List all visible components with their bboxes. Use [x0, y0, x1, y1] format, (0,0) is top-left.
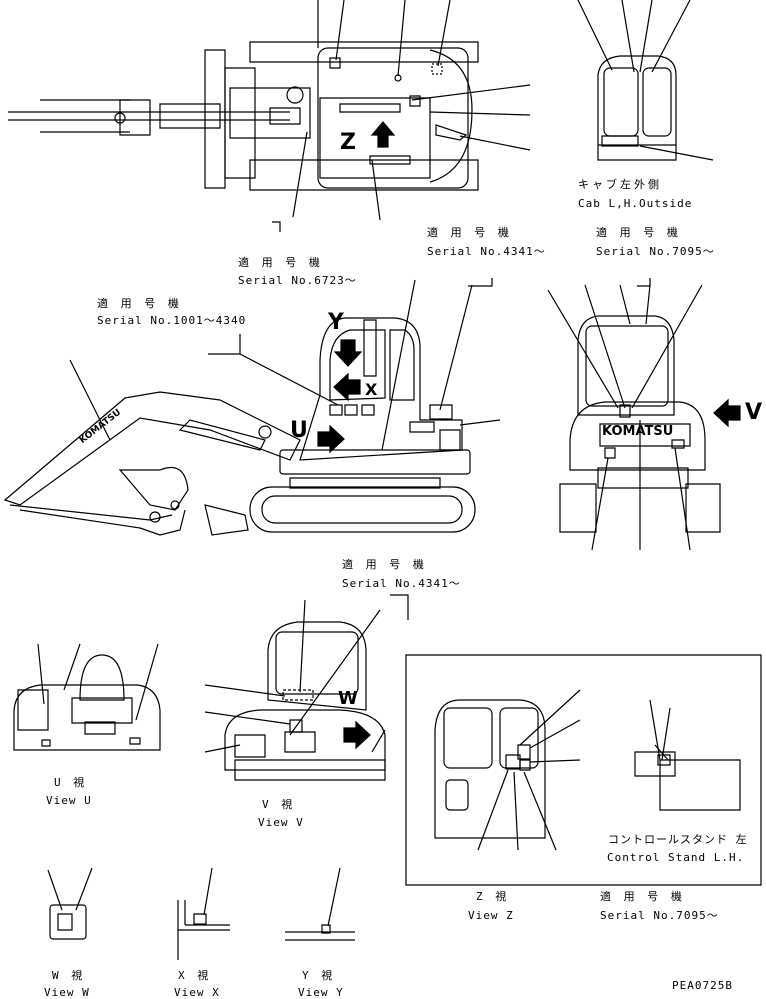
marker-x: X: [365, 380, 378, 399]
view-x-drawing: [178, 868, 230, 960]
top-view-drawing: [8, 0, 530, 232]
serial-7095-top-jp: 適 用 号 機: [596, 226, 681, 239]
serial-6723: Serial No.6723～: [238, 274, 357, 287]
view-y: View Y: [298, 986, 344, 999]
serial-4341-top: Serial No.4341～: [427, 245, 546, 258]
view-v-jp: V 視: [262, 798, 296, 811]
view-x-jp: X 視: [178, 969, 212, 982]
marker-u: U: [290, 418, 308, 443]
view-z: View Z: [468, 909, 514, 922]
serial-4341-mid: Serial No.4341～: [342, 577, 461, 590]
serial-7095-top: Serial No.7095～: [596, 245, 715, 258]
view-x: View X: [174, 986, 220, 999]
view-y-jp: Y 視: [302, 969, 336, 982]
view-w-drawing: [48, 868, 92, 939]
control-stand-jp: コントロールスタンド 左: [608, 833, 748, 846]
brand-logo-rear: KOMATSU: [602, 424, 674, 439]
serial-7095-bot-jp: 適 用 号 機: [600, 890, 685, 903]
serial-7095-bot: Serial No.7095～: [600, 909, 719, 922]
cab-lh-jp: キャブ左外側: [578, 178, 662, 191]
control-stand: Control Stand L.H.: [607, 851, 745, 864]
serial-4341-top-jp: 適 用 号 機: [427, 226, 512, 239]
view-z-drawing: [435, 690, 740, 850]
serial-1001: Serial No.1001～4340: [97, 314, 247, 327]
view-u-jp: U 視: [54, 776, 88, 789]
side-view-drawing: [5, 278, 500, 535]
marker-y: Y: [328, 310, 344, 335]
view-z-jp: Z 視: [476, 890, 510, 903]
view-v-drawing: [205, 595, 408, 780]
view-z-frame: [406, 655, 761, 885]
view-u: View U: [46, 794, 92, 807]
cab-lh-drawing: [578, 0, 713, 160]
marker-z: Z: [340, 130, 356, 155]
view-w-jp: W 視: [52, 969, 86, 982]
part-code: PEA0725B: [672, 979, 733, 992]
serial-1001-jp: 適 用 号 機: [97, 297, 182, 310]
view-u-drawing: [14, 644, 160, 750]
view-v: View V: [258, 816, 304, 829]
rear-view-drawing: [548, 278, 740, 550]
serial-4341-mid-jp: 適 用 号 機: [342, 558, 427, 571]
view-w: View W: [44, 986, 90, 999]
serial-6723-jp: 適 用 号 機: [238, 256, 323, 269]
cab-lh: Cab L,H.Outside: [578, 197, 693, 210]
marker-w: W: [338, 688, 358, 709]
view-y-drawing: [285, 868, 355, 940]
marker-v: V: [745, 400, 763, 425]
